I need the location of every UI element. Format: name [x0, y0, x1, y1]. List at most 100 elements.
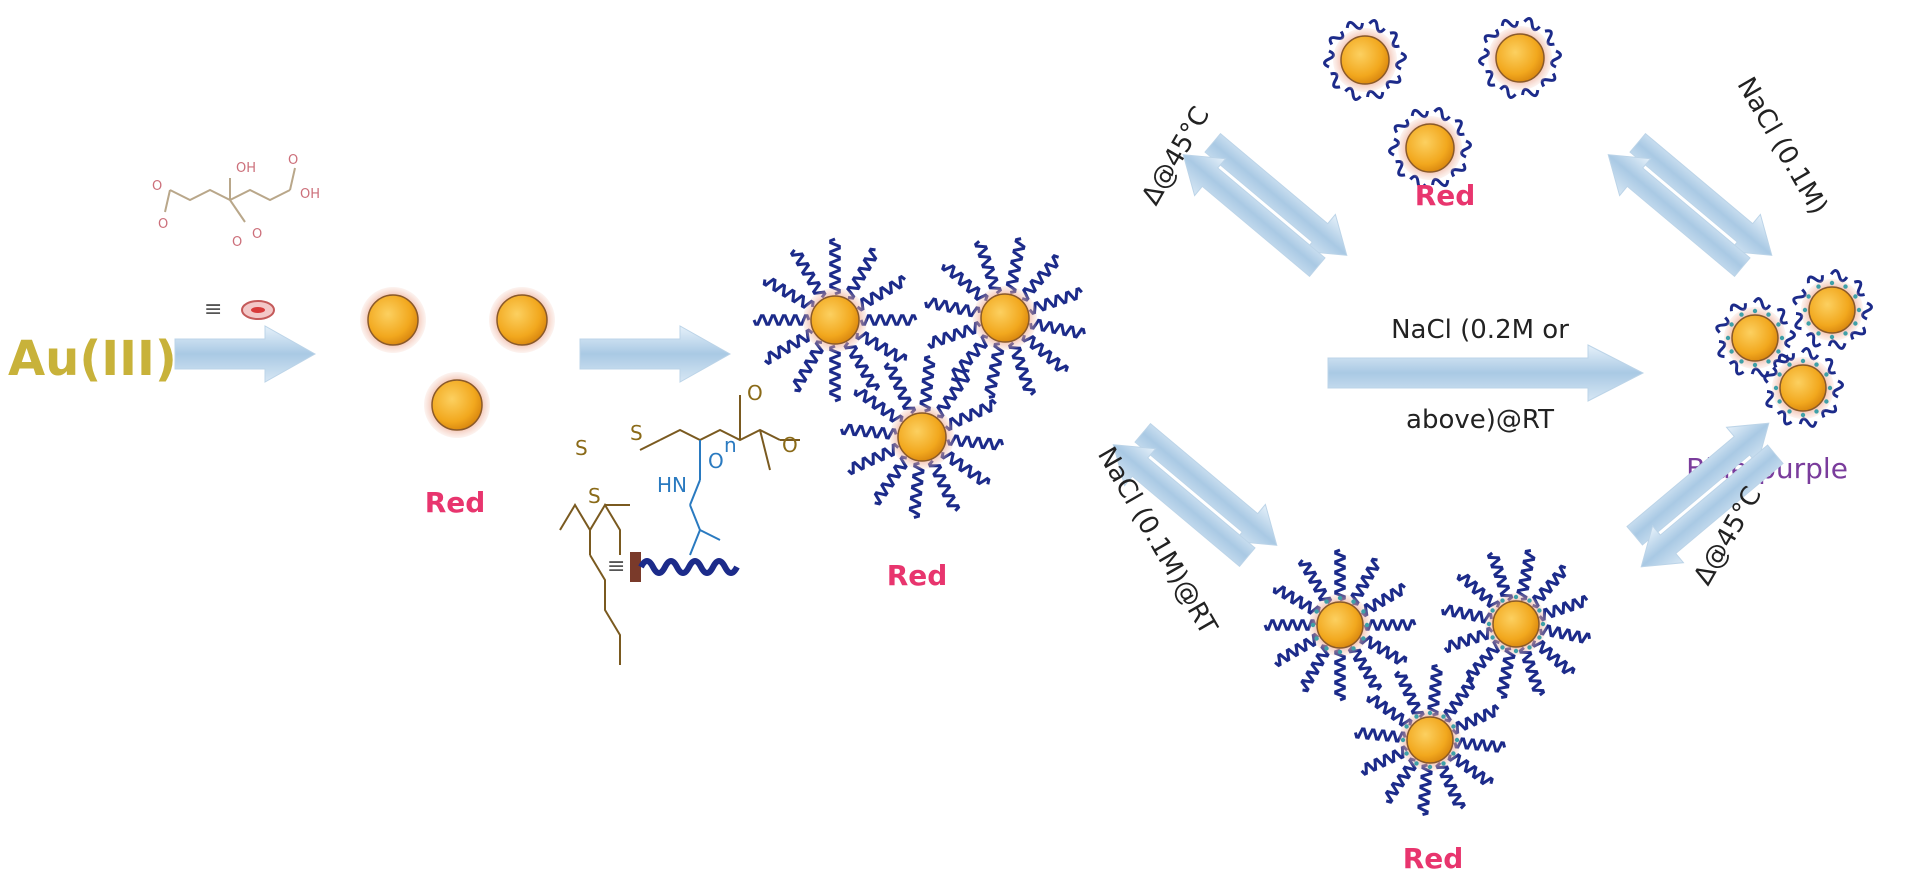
- polymer-chain: [1435, 761, 1466, 810]
- polymer-chain: [1443, 626, 1494, 654]
- collapsed-chain: [1824, 358, 1836, 375]
- salt-ion-dot: [1776, 322, 1781, 327]
- collapsed-chain: [1523, 17, 1541, 32]
- collapsed-chain: [1395, 51, 1407, 71]
- polymer-chain: [1263, 619, 1317, 631]
- polymer-chain: [1384, 757, 1417, 804]
- salt-ion-dot: [1773, 385, 1779, 391]
- polymer-chain: [924, 297, 981, 318]
- salt-ion-dot: [1829, 280, 1835, 286]
- collapsed-chain: [1521, 87, 1540, 98]
- salt-ion-dot: [1441, 761, 1446, 766]
- salt-ion-dot: [1766, 312, 1771, 317]
- salt-ion-dot: [1364, 622, 1370, 628]
- collapsed-chain: [1485, 70, 1496, 87]
- salt-ion-dot: [1540, 621, 1546, 627]
- collapsed-chain: [1366, 89, 1385, 100]
- salt-ion-dot: [1776, 349, 1781, 354]
- polymer-chain: [984, 342, 1005, 399]
- atom-s-3: S: [588, 484, 601, 508]
- polymer-chain: [1366, 694, 1413, 727]
- salt-ion-dot: [1779, 335, 1785, 341]
- grafted-np-3: [839, 354, 1005, 520]
- salt-ion-dot: [1351, 599, 1356, 604]
- collapsed-chain: [1385, 74, 1402, 90]
- citrate-o-1: O: [152, 179, 162, 194]
- gold-core: [1731, 314, 1779, 362]
- salt-ion-dot: [1843, 331, 1848, 336]
- collapsed-chain: [1798, 417, 1818, 428]
- salted-np-1: [1263, 548, 1417, 702]
- citrate-o-3: O: [288, 153, 298, 168]
- salt-ion-dot: [1500, 645, 1505, 650]
- collapsed-chain: [1478, 47, 1490, 67]
- salt-ion-dot: [1527, 645, 1532, 650]
- collapsed-chain: [1821, 404, 1838, 419]
- collapsed-chain: [1330, 72, 1341, 89]
- polymer-chain: [936, 368, 971, 419]
- polymer-chain: [1447, 753, 1494, 786]
- collapsed-chain: [1792, 288, 1807, 306]
- polymer-chain: [792, 340, 824, 393]
- red-label-salted: Red: [1403, 842, 1464, 875]
- polymer-chain: [1353, 727, 1407, 743]
- polymer-chain: [1443, 676, 1476, 723]
- salt-ion-dot: [1324, 646, 1329, 651]
- salt-ion-dot: [1400, 737, 1406, 743]
- salt-ion-dot: [1454, 737, 1460, 743]
- gold-core: [897, 412, 947, 462]
- collapsed-chain: [1861, 301, 1873, 321]
- collapsed-chain: [1344, 86, 1362, 101]
- collapsed-chain: [1729, 303, 1747, 312]
- collapsed-np-2: [1478, 17, 1562, 99]
- salt-ion-dot: [1513, 594, 1519, 600]
- collapsed-chain: [1776, 308, 1788, 325]
- polymer-chain: [1538, 594, 1589, 622]
- polymer-chain: [1297, 559, 1333, 605]
- polymer-chain: [1300, 644, 1330, 693]
- citrate-np-1: [360, 287, 426, 353]
- salt-ion-dot: [1777, 372, 1782, 377]
- gold-core: [1406, 716, 1454, 764]
- citrate-atoms: OH OH O O O O O: [152, 153, 320, 250]
- polymer-chain: [1005, 237, 1026, 294]
- polymer-chain: [1360, 582, 1406, 618]
- polymer-chain: [762, 277, 815, 309]
- polymer-chain: [1274, 632, 1320, 668]
- au-iii-label: Au(III): [8, 331, 177, 387]
- salt-ion-dot: [1414, 761, 1419, 766]
- polymer-chain: [946, 434, 1005, 451]
- citrate-o-4: O: [252, 227, 262, 242]
- salt-ion-dot: [1490, 608, 1495, 613]
- polymer-chain: [973, 240, 1003, 295]
- gold-core: [1492, 600, 1540, 648]
- collapsed-chain: [1454, 119, 1465, 136]
- upper-right-equilibrium-arrows: [1607, 132, 1773, 278]
- polymer-chain: [1539, 624, 1591, 644]
- citrate-oh: OH: [236, 161, 256, 176]
- collapsed-chain: [1368, 19, 1386, 34]
- gold-core: [980, 293, 1030, 343]
- salt-ion-dot: [1800, 358, 1806, 364]
- polymer-chain: [1456, 573, 1501, 609]
- collapsed-chain: [1794, 312, 1804, 331]
- polymer-chain: [1441, 604, 1493, 624]
- upper-left-arrow-label: Δ@45°C: [1136, 102, 1216, 211]
- collapsed-chain: [1777, 353, 1795, 362]
- polymer-anchor-icon: [630, 552, 641, 582]
- salt-ion-dot: [1427, 710, 1433, 716]
- salt-ion-dot: [1806, 321, 1811, 326]
- salt-ion-dot: [1414, 714, 1419, 719]
- lower-left-equilibrium-arrows: [1112, 422, 1278, 568]
- polymer-chain: [1417, 763, 1433, 817]
- polymer-chain: [1427, 663, 1443, 717]
- atom-hn: HN: [657, 473, 687, 497]
- salted-np-3: [1353, 663, 1507, 817]
- salt-ion-dot: [1537, 635, 1542, 640]
- center-arrow-label-line2: above)@RT: [1406, 405, 1554, 435]
- salt-ion-dot: [1787, 362, 1792, 367]
- pnipam-structure: [559, 395, 800, 665]
- gold-core: [1316, 601, 1364, 649]
- salt-ion-dot: [1752, 362, 1758, 368]
- collapsed-chain: [1460, 139, 1472, 159]
